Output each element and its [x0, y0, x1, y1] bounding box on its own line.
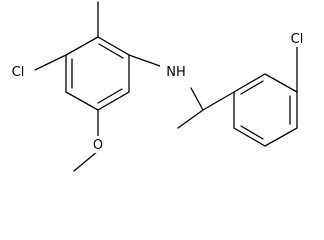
chlorine-left-label-bg	[2, 62, 31, 80]
bond-ring-b-1	[233, 73, 266, 93]
bond-ring-a-4	[65, 91, 99, 111]
left-benzene-ring	[65, 36, 130, 111]
nitrogen-carbon-bond	[190, 87, 204, 111]
chlorine-left-label: Cl	[12, 65, 25, 80]
methyl-branch-bond	[177, 109, 204, 129]
bond-ring-b-5	[233, 127, 266, 147]
double-bond-ring-b-1	[240, 80, 264, 95]
chloro-bond-left	[34, 54, 67, 71]
oxygen-label-bg	[88, 136, 108, 153]
nitrogen-label-bg	[160, 62, 191, 80]
oxygen-label: O	[93, 138, 103, 153]
double-bond-ring-b-3	[240, 125, 264, 140]
bond-ring-b-4	[264, 127, 298, 147]
methoxy-bond-2	[73, 150, 99, 172]
aryl-nitrogen-bond	[128, 54, 161, 67]
nitrogen-label: NH	[166, 65, 186, 80]
chlorine-right-label-bg	[282, 30, 312, 47]
right-benzene-ring	[233, 73, 298, 147]
bond-ring-a-6	[65, 36, 99, 56]
molecule-structure: Cl NH O Cl	[2, 1, 312, 172]
carbon-aryl-bond	[202, 91, 235, 111]
double-bond-ring-a-2	[97, 88, 123, 104]
bond-ring-a-1	[97, 36, 130, 56]
chlorine-right-label: Cl	[291, 32, 304, 47]
bond-ring-b-2	[264, 73, 298, 93]
bond-ring-a-3	[97, 91, 130, 111]
double-bond-ring-a-1	[98, 43, 124, 59]
